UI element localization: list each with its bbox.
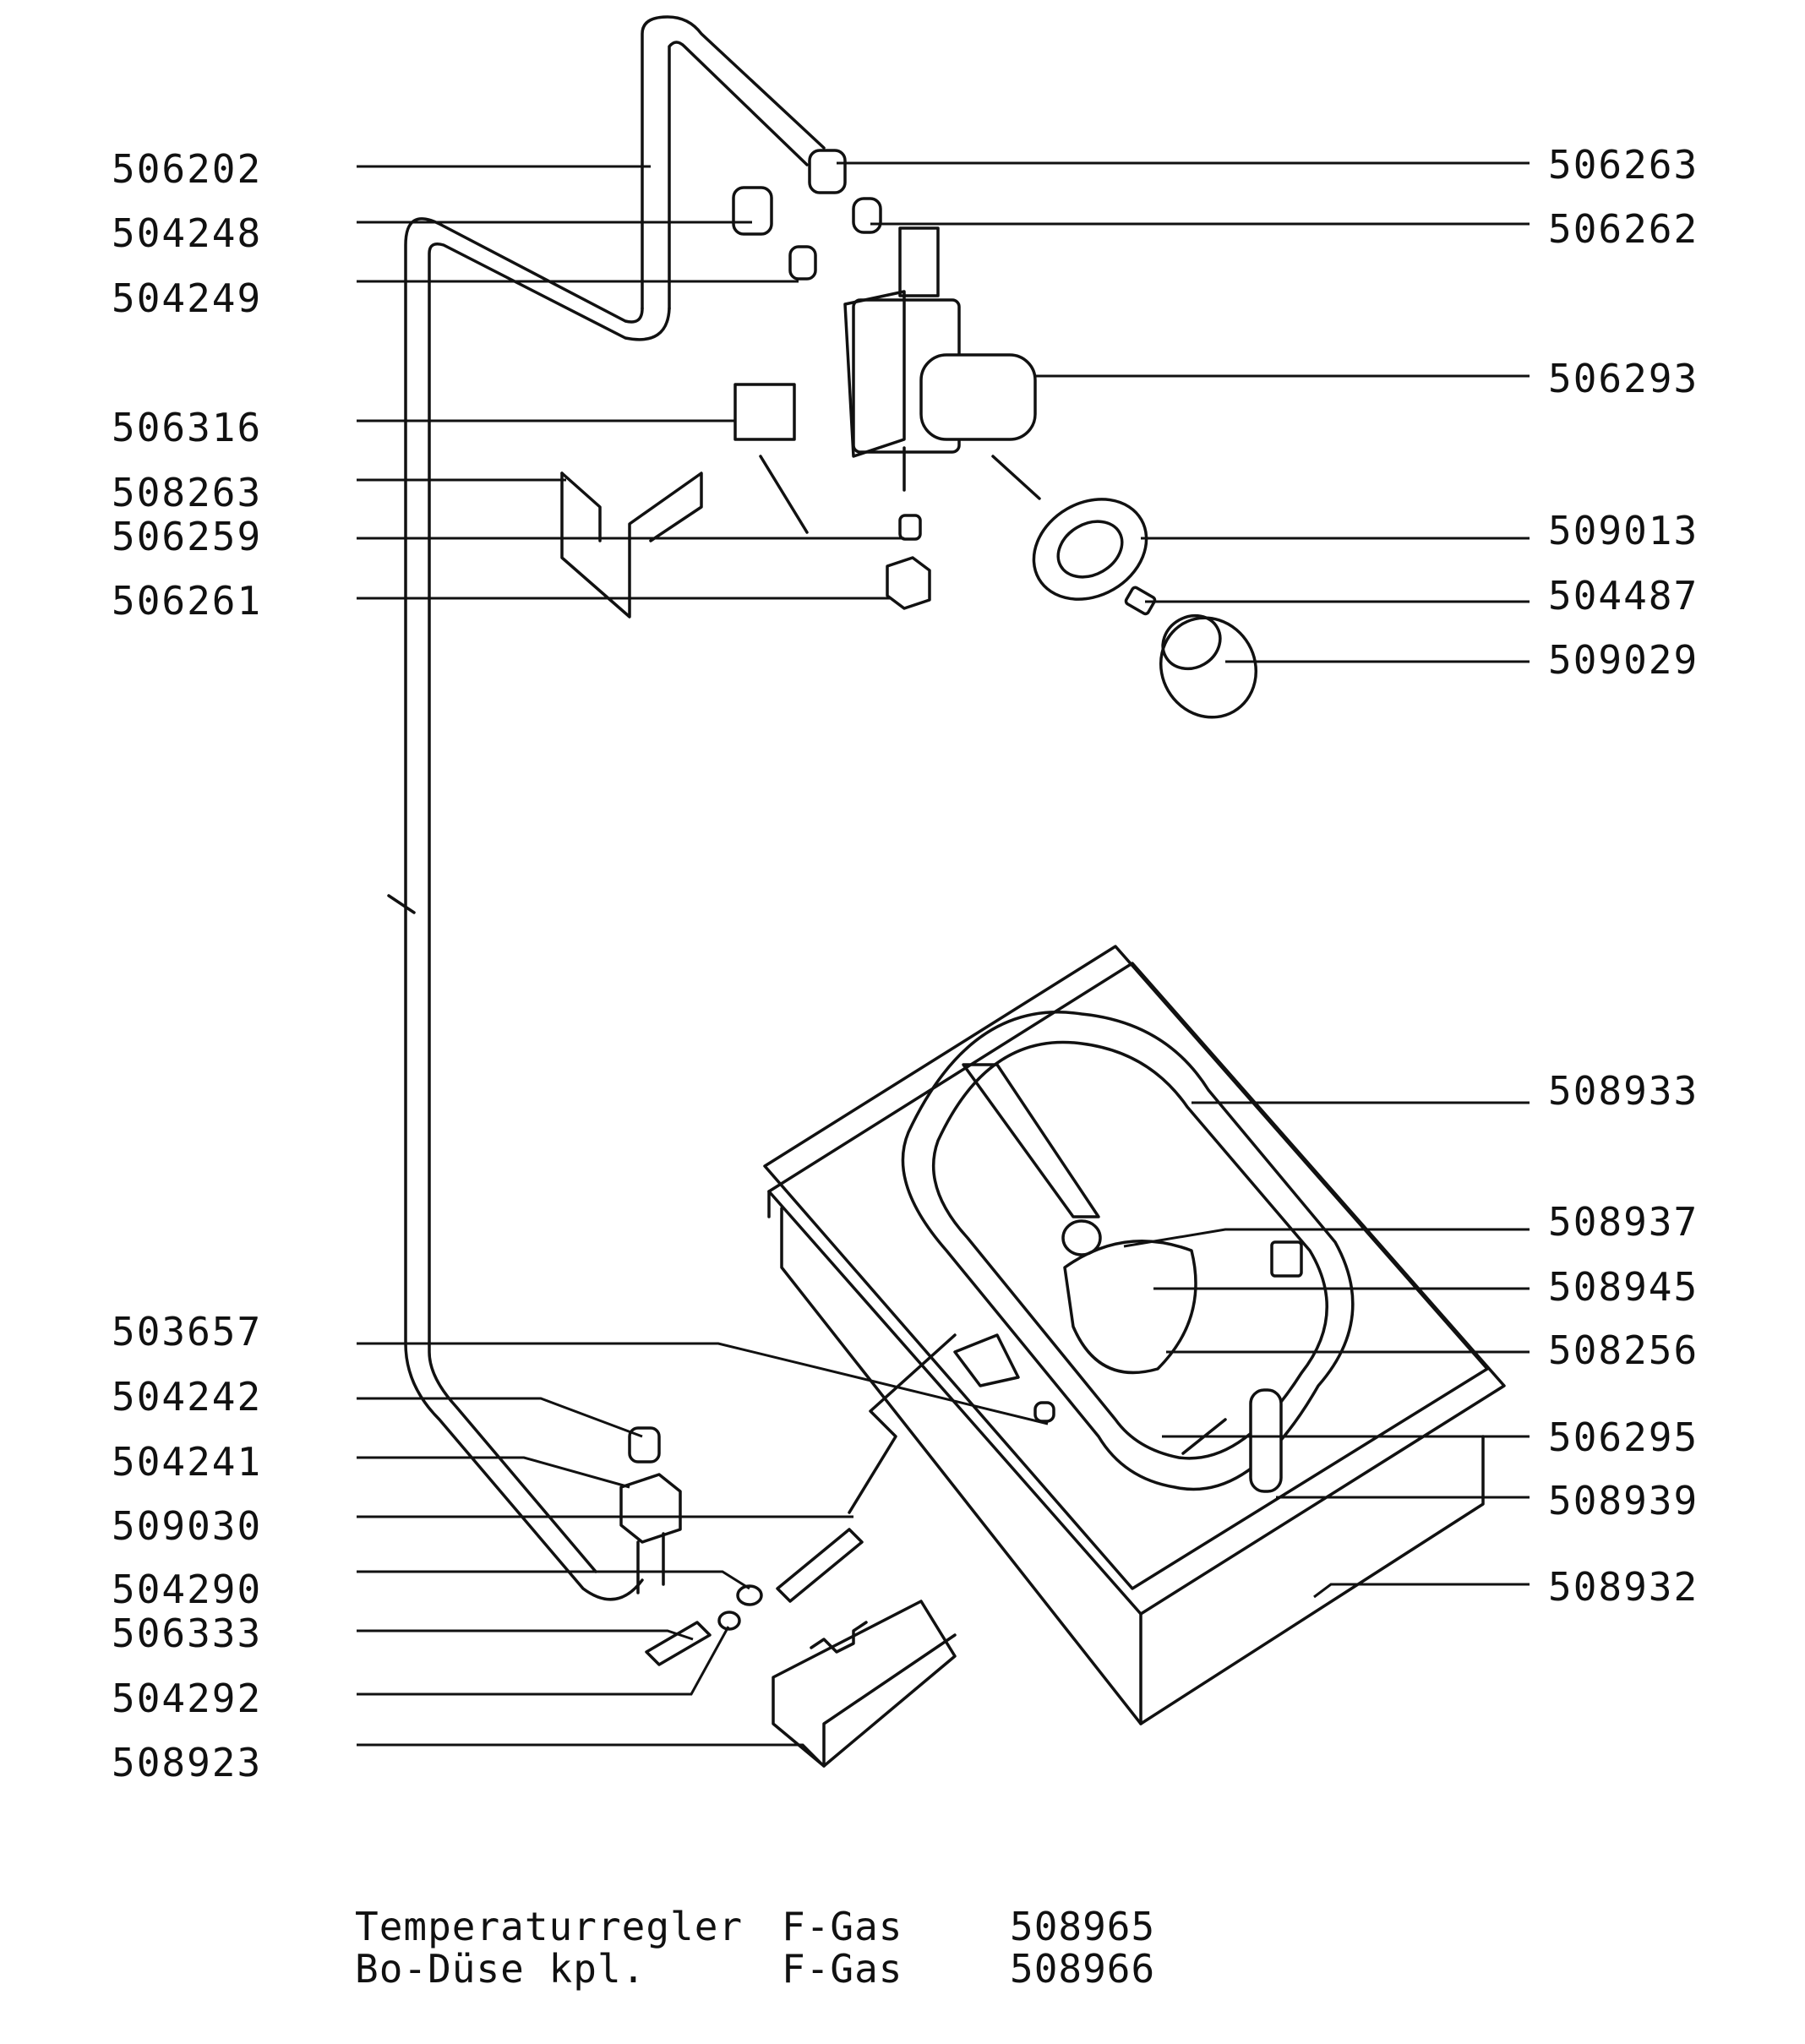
gas-valve-drawing	[843, 226, 1041, 500]
part-label-504290: 504290	[112, 1567, 263, 1612]
part-label-508923: 508923	[112, 1740, 263, 1785]
burner-tray-drawing	[763, 945, 1506, 1725]
fittings-drawing	[732, 149, 882, 281]
part-label-506333: 506333	[112, 1611, 263, 1656]
part-label-508945: 508945	[1548, 1264, 1699, 1310]
knob-drawing	[1032, 498, 1258, 719]
part-label-508932: 508932	[1548, 1564, 1699, 1610]
left-leader-lines	[357, 165, 1049, 1768]
switch-bracket-drawing	[560, 383, 931, 619]
footer-row: Bo-Düse kpl. F-Gas 508966	[355, 1948, 1179, 1990]
footer-part-number: 508965	[1010, 1904, 1156, 1949]
footer-part-number: 508966	[1010, 1946, 1156, 1992]
part-label-508939: 508939	[1548, 1478, 1699, 1523]
part-label-506261: 506261	[112, 578, 263, 624]
part-label-506259: 506259	[112, 514, 263, 559]
part-label-508263: 508263	[112, 470, 263, 515]
right-leader-lines	[837, 161, 1530, 1599]
part-label-508256: 508256	[1548, 1327, 1699, 1373]
part-label-503657: 503657	[112, 1309, 263, 1354]
part-label-506316: 506316	[112, 405, 263, 450]
part-label-504242: 504242	[112, 1374, 263, 1420]
footer-row: Temperaturregler F-Gas 508965	[355, 1905, 1179, 1948]
part-label-504248: 504248	[112, 210, 263, 256]
part-label-504249: 504249	[112, 275, 263, 321]
footer-gas-type: F-Gas	[782, 1946, 903, 1992]
gas-tube-drawing	[387, 15, 826, 1601]
nozzle-parts-drawing	[619, 1333, 957, 1768]
part-label-508933: 508933	[1548, 1068, 1699, 1114]
part-label-509029: 509029	[1548, 637, 1699, 683]
footer-part-name: Temperaturregler	[355, 1904, 744, 1949]
footer-gas-type: F-Gas	[782, 1904, 903, 1949]
part-label-509013: 509013	[1548, 508, 1699, 553]
part-label-506202: 506202	[112, 146, 263, 192]
part-label-509030: 509030	[112, 1503, 263, 1549]
footer-part-name: Bo-Düse kpl.	[355, 1946, 646, 1992]
parts-footer: Temperaturregler F-Gas 508965 Bo-Düse kp…	[355, 1905, 1179, 1990]
part-label-506263: 506263	[1548, 142, 1699, 188]
part-label-506262: 506262	[1548, 206, 1699, 252]
part-label-508937: 508937	[1548, 1199, 1699, 1245]
part-label-506295: 506295	[1548, 1414, 1699, 1460]
part-label-504241: 504241	[112, 1439, 263, 1485]
part-label-506293: 506293	[1548, 356, 1699, 401]
part-label-504487: 504487	[1548, 573, 1699, 619]
part-label-504292: 504292	[112, 1676, 263, 1721]
